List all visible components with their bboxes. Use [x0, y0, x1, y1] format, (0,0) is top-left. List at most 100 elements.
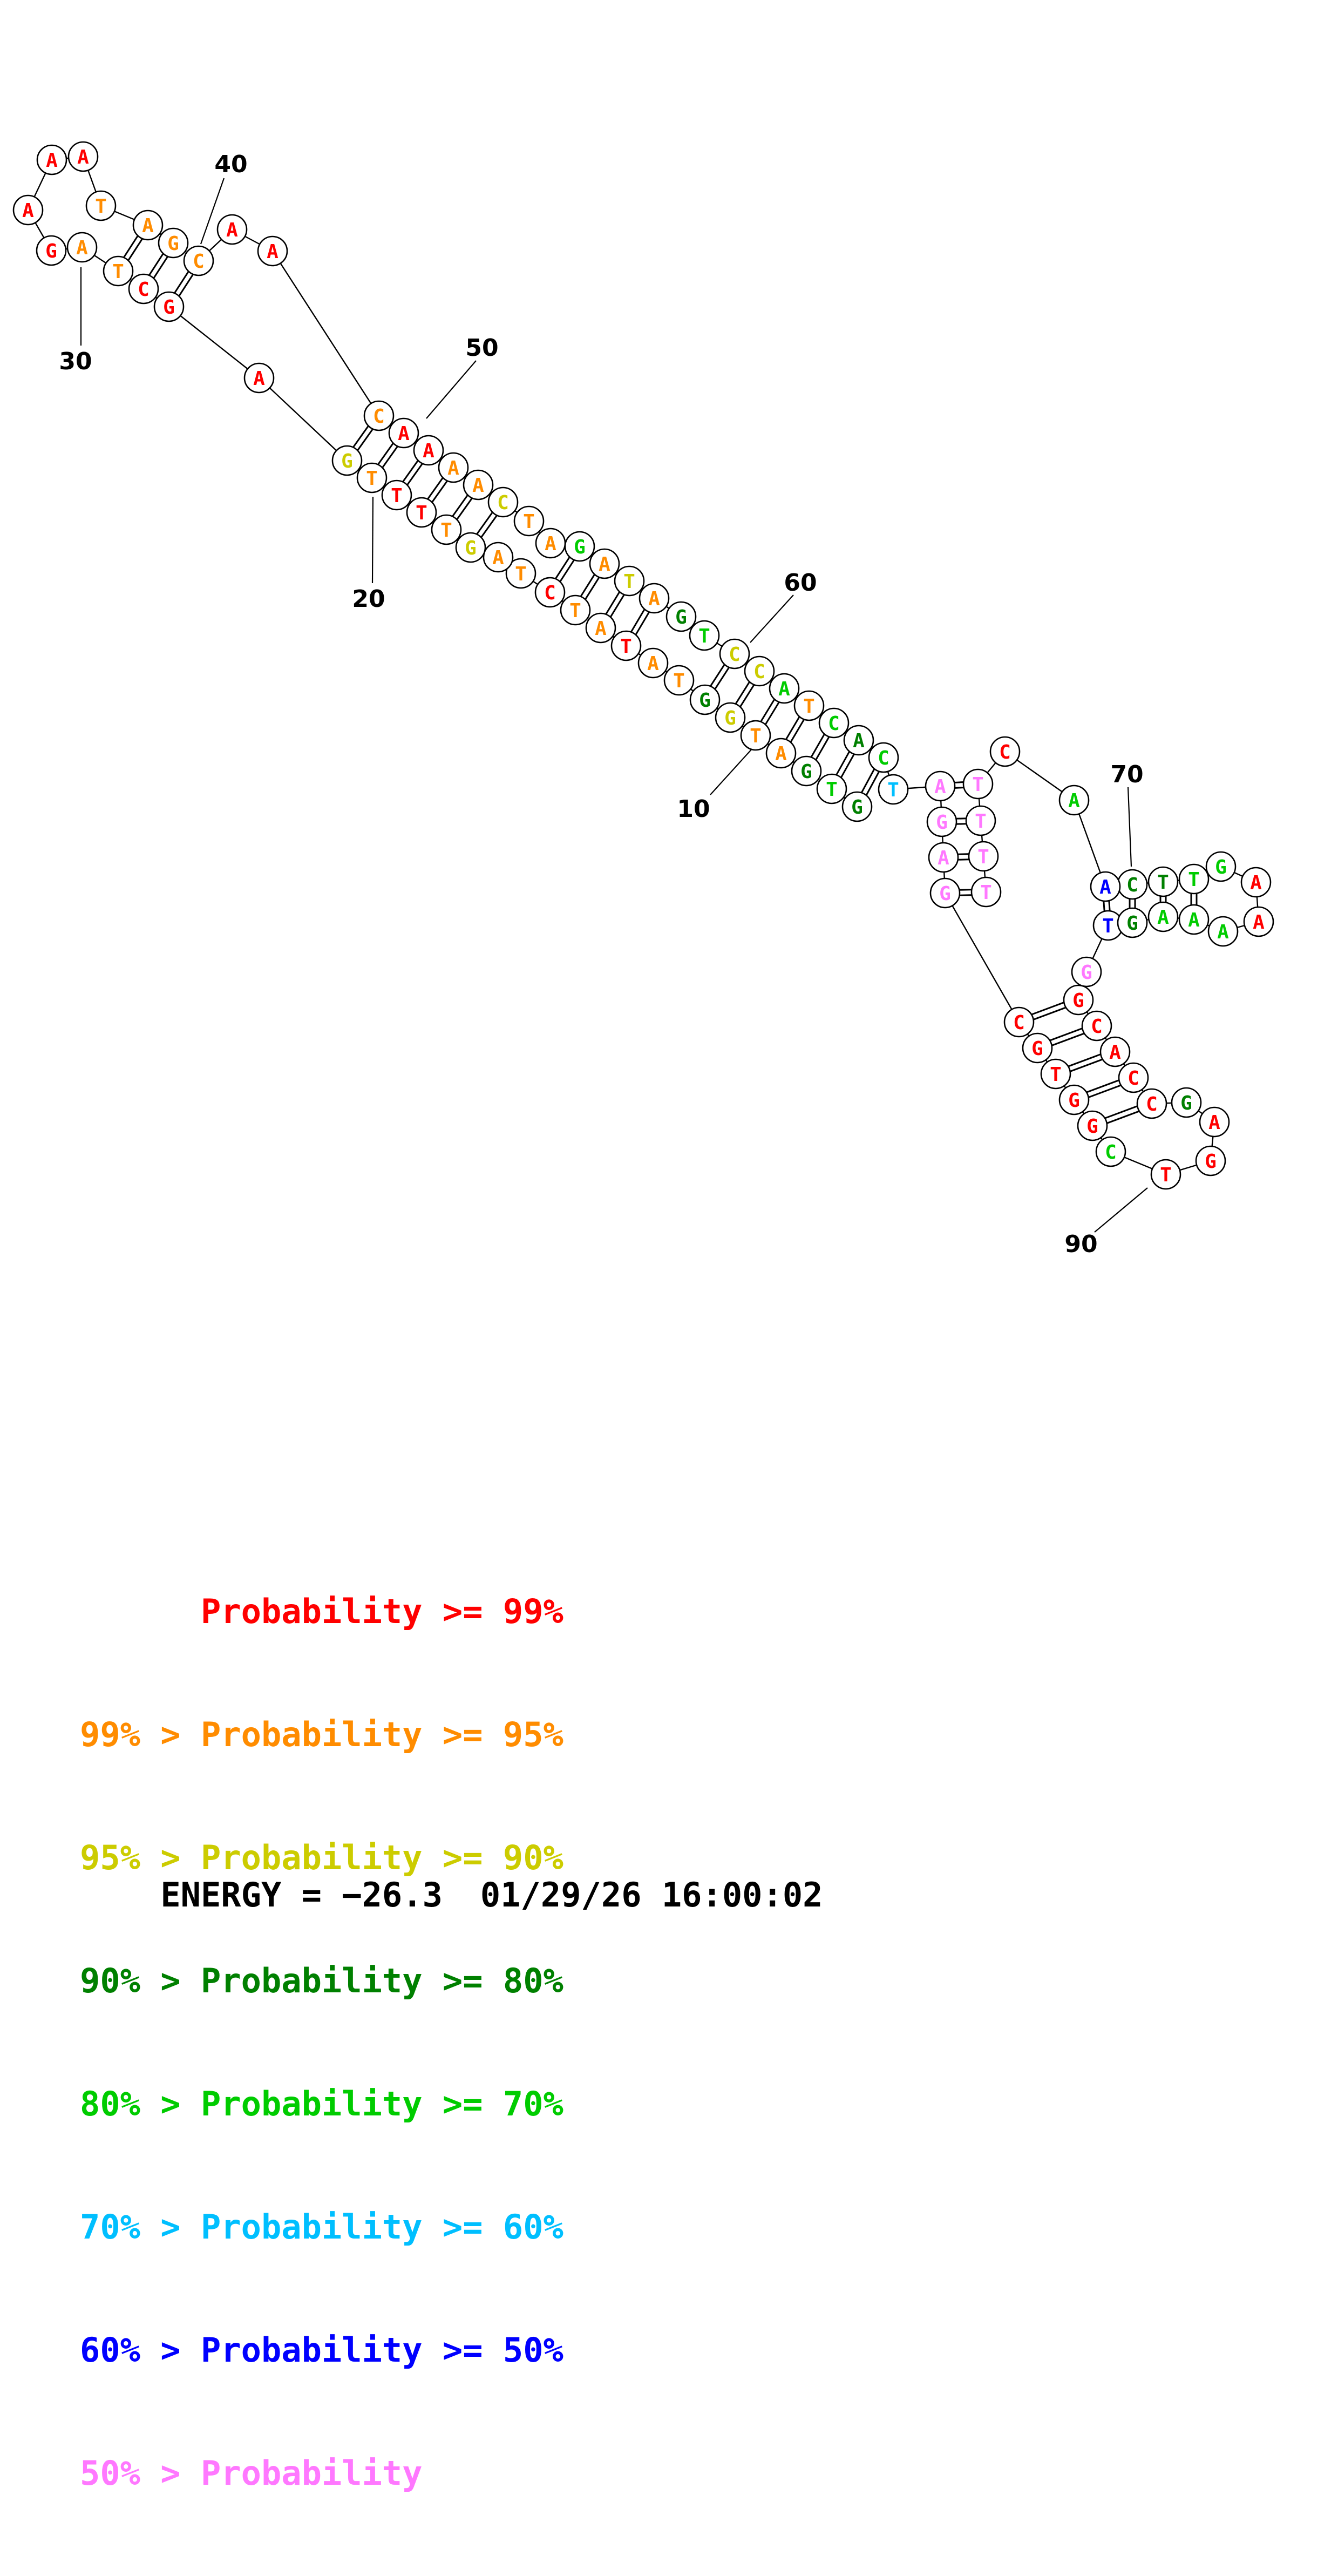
- nucleotide-circle: [1199, 1106, 1230, 1138]
- nucleotide-circle: [67, 141, 99, 172]
- nucleotide-circle: [483, 542, 514, 573]
- nucleotide-circle: [614, 565, 645, 597]
- nucleotide-letter: C: [1128, 1067, 1139, 1090]
- nucleotide-letter: A: [545, 533, 556, 555]
- nucleotide-circle: [243, 362, 275, 394]
- nucleotide-letter: A: [492, 547, 504, 569]
- residue-number-pointer: [750, 594, 794, 643]
- nucleotide-letter: A: [1250, 872, 1262, 894]
- nucleotide-letter: C: [753, 661, 765, 683]
- nucleotide-circle: [257, 235, 288, 267]
- nucleotide-letter: A: [934, 776, 946, 798]
- nucleotide-circle: [1195, 1145, 1226, 1177]
- nucleotide-circle: [1058, 1084, 1090, 1115]
- nucleotide-letter: G: [1086, 1115, 1098, 1138]
- nucleotide-circle: [637, 647, 669, 679]
- nucleotide-letter: G: [1215, 856, 1227, 878]
- nucleotide-circle: [1063, 984, 1094, 1016]
- nucleotide-circle: [132, 209, 164, 241]
- nucleotide-letter: C: [1126, 874, 1138, 896]
- residue-number-pointer: [1127, 787, 1132, 867]
- nucleotide-letter: A: [938, 847, 949, 869]
- residue-number-label: 50: [465, 334, 498, 362]
- nucleotide-circle: [1178, 863, 1210, 895]
- nucleotide-letter: A: [77, 146, 89, 168]
- nucleotide-letter: G: [574, 536, 586, 558]
- nucleotide-circle: [1136, 1088, 1167, 1119]
- nucleotide-letter: C: [1146, 1093, 1158, 1115]
- residue-number-label: 30: [59, 348, 92, 375]
- nucleotide-letter: G: [851, 796, 863, 819]
- nucleotide-circle: [1150, 1159, 1181, 1190]
- nucleotide-letter: G: [1205, 1151, 1217, 1173]
- nucleotide-letter: T: [826, 779, 838, 801]
- nucleotide-circle: [585, 612, 616, 644]
- nucleotide-circle: [216, 214, 248, 245]
- nucleotide-letter: T: [977, 846, 989, 868]
- nucleotide-letter: T: [112, 261, 124, 283]
- nucleotide-letter: T: [750, 725, 762, 747]
- nucleotide-letter: G: [1081, 962, 1092, 984]
- nucleotide-letter: T: [803, 695, 815, 718]
- nucleotide-letter: T: [515, 563, 527, 585]
- nucleotide-letter: T: [416, 502, 427, 524]
- nucleotide-letter: A: [1217, 921, 1229, 943]
- nucleotide-letter: T: [366, 468, 378, 490]
- legend-item: 95% > Probability >= 90%: [80, 1838, 563, 1877]
- nucleotide-letter: A: [1109, 1042, 1121, 1064]
- legend-item: Probability >= 99%: [80, 1592, 563, 1631]
- residue-number-label: 70: [1110, 761, 1143, 788]
- nucleotide-circle: [36, 144, 67, 175]
- nucleotide-circle: [406, 497, 437, 528]
- nucleotide-circle: [965, 805, 996, 836]
- nucleotide-letter: T: [980, 882, 992, 904]
- nucleotide-circle: [438, 452, 469, 483]
- nucleotide-letter: G: [675, 606, 687, 628]
- nucleotide-letter: A: [46, 150, 58, 172]
- nucleotide-circle: [158, 227, 189, 259]
- nucleotide-letter: G: [724, 707, 736, 729]
- nucleotide-letter: G: [167, 233, 179, 255]
- nucleotide-circle: [1095, 1136, 1126, 1167]
- nucleotide-letter: C: [544, 582, 556, 604]
- nucleotide-circle: [1147, 866, 1179, 897]
- nucleotide-circle: [1118, 1062, 1149, 1093]
- nucleotide-circle: [816, 773, 847, 804]
- timestamp: 01/29/26 16:00:02: [480, 1875, 823, 1915]
- nucleotide-circle: [463, 469, 494, 501]
- nucleotide-letter: C: [729, 644, 741, 666]
- nucleotide-letter: A: [472, 475, 484, 497]
- nucleotide-letter: A: [599, 553, 610, 576]
- nucleotide-circle: [962, 768, 994, 800]
- nucleotide-circle: [610, 630, 642, 661]
- legend-item: 70% > Probability >= 60%: [80, 2207, 563, 2247]
- nucleotide-circle: [989, 736, 1021, 767]
- label-line-layer: [80, 178, 1148, 1233]
- nucleotide-circle: [513, 505, 545, 537]
- nucleotide-circle: [1040, 1058, 1071, 1090]
- nucleotide-circle: [1147, 901, 1179, 932]
- nucleotide-circle: [534, 577, 566, 608]
- nucleotide-circle: [1243, 906, 1274, 937]
- nucleotide-circle: [765, 738, 797, 769]
- nucleotide-letter: T: [620, 635, 632, 658]
- nucleotide-letter: G: [1072, 990, 1084, 1012]
- nucleotide-circle: [356, 462, 388, 493]
- residue-number-label: 60: [784, 569, 817, 597]
- nucleotide-circle: [878, 774, 909, 805]
- nucleotide-circle: [564, 531, 595, 562]
- nucleotide-letter: T: [975, 810, 987, 833]
- nucleotide-circle: [85, 190, 117, 221]
- nucleotide-circle: [1090, 871, 1121, 902]
- legend-item: 99% > Probability >= 95%: [80, 1715, 563, 1754]
- nucleotide-letter: C: [999, 741, 1011, 763]
- backbone-line: [944, 893, 1020, 1023]
- nucleotide-letter: A: [226, 219, 238, 241]
- legend-item: 90% > Probability >= 80%: [80, 1961, 563, 2000]
- nucleotide-circle: [769, 673, 800, 704]
- nucleotide-circle: [744, 655, 775, 687]
- nucleotide-letter: T: [569, 600, 581, 622]
- nucleotide-circle: [843, 725, 874, 756]
- nucleotide-circle: [926, 806, 957, 837]
